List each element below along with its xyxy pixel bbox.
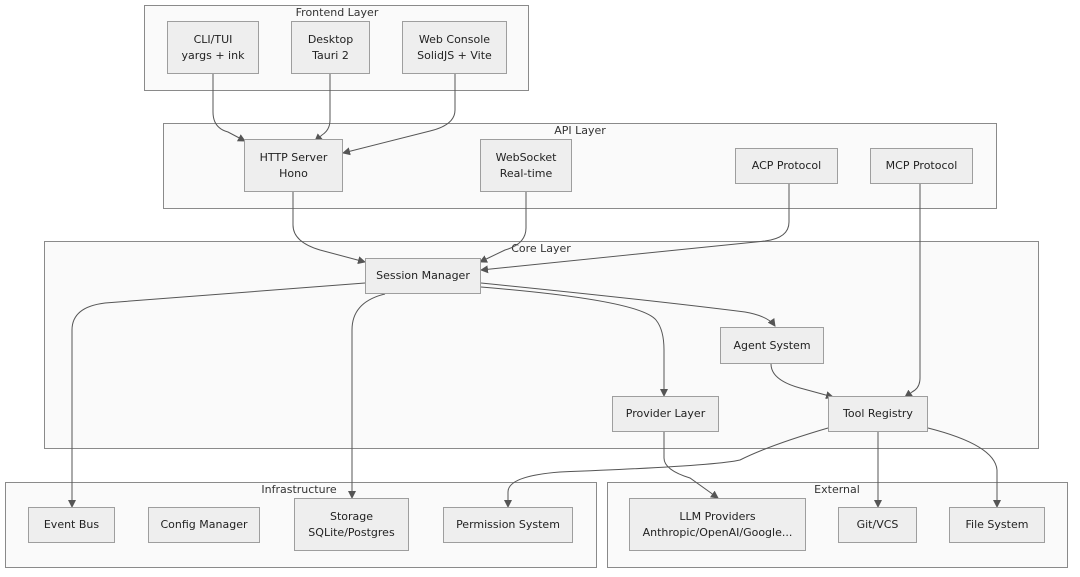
- external-label: External: [814, 483, 860, 496]
- node-mcp-protocol-title: MCP Protocol: [885, 159, 958, 172]
- node-websocket-sub: Real-time: [499, 166, 553, 180]
- node-agent-system: Agent System: [720, 327, 824, 364]
- node-tool-registry-title: Tool Registry: [843, 407, 913, 420]
- node-web-console-title: Web Console: [418, 32, 491, 46]
- node-config-manager-title: Config Manager: [160, 518, 248, 531]
- node-mcp-protocol: MCP Protocol: [870, 148, 973, 184]
- node-storage-title: Storage: [329, 509, 374, 523]
- node-storage-sub: SQLite/Postgres: [308, 525, 395, 539]
- node-desktop: Desktop Tauri 2: [291, 21, 370, 74]
- frontend-layer-label: Frontend Layer: [295, 6, 379, 19]
- node-provider-layer-title: Provider Layer: [625, 407, 706, 420]
- node-llm-providers: LLM Providers Anthropic/OpenAI/Google...: [629, 498, 806, 551]
- node-tool-registry: Tool Registry: [828, 396, 928, 432]
- node-web-console: Web Console SolidJS + Vite: [402, 21, 507, 74]
- infrastructure-label: Infrastructure: [261, 483, 337, 496]
- api-layer-label: API Layer: [554, 124, 606, 137]
- node-http-server-title: HTTP Server: [259, 150, 328, 164]
- node-http-server-sub: Hono: [279, 166, 308, 180]
- node-websocket-title: WebSocket: [495, 150, 557, 164]
- node-http-server: HTTP Server Hono: [244, 139, 343, 192]
- core-layer-label: Core Layer: [511, 242, 571, 255]
- node-session-manager: Session Manager: [365, 258, 481, 294]
- node-config-manager: Config Manager: [148, 507, 260, 543]
- node-web-console-sub: SolidJS + Vite: [417, 48, 492, 62]
- node-cli-tui-title: CLI/TUI: [193, 32, 233, 46]
- node-git-vcs-title: Git/VCS: [856, 518, 899, 531]
- node-provider-layer: Provider Layer: [612, 396, 719, 432]
- node-storage: Storage SQLite/Postgres: [294, 498, 409, 551]
- node-acp-protocol: ACP Protocol: [735, 148, 838, 184]
- node-acp-protocol-title: ACP Protocol: [751, 159, 822, 172]
- node-agent-system-title: Agent System: [733, 338, 811, 352]
- node-permission-system: Permission System: [443, 507, 573, 543]
- node-desktop-title: Desktop: [307, 32, 354, 46]
- node-file-system-title: File System: [965, 518, 1029, 531]
- node-file-system: File System: [949, 507, 1045, 543]
- node-llm-providers-title: LLM Providers: [679, 509, 756, 523]
- node-desktop-sub: Tauri 2: [312, 48, 349, 62]
- node-cli-tui: CLI/TUI yargs + ink: [167, 21, 259, 74]
- node-event-bus: Event Bus: [28, 507, 115, 543]
- node-websocket: WebSocket Real-time: [480, 139, 572, 192]
- node-event-bus-title: Event Bus: [43, 518, 100, 531]
- node-cli-tui-sub: yargs + ink: [181, 48, 245, 62]
- node-git-vcs: Git/VCS: [838, 507, 917, 543]
- node-permission-system-title: Permission System: [456, 518, 560, 531]
- node-session-manager-title: Session Manager: [376, 269, 470, 282]
- node-llm-providers-sub: Anthropic/OpenAI/Google...: [642, 525, 793, 539]
